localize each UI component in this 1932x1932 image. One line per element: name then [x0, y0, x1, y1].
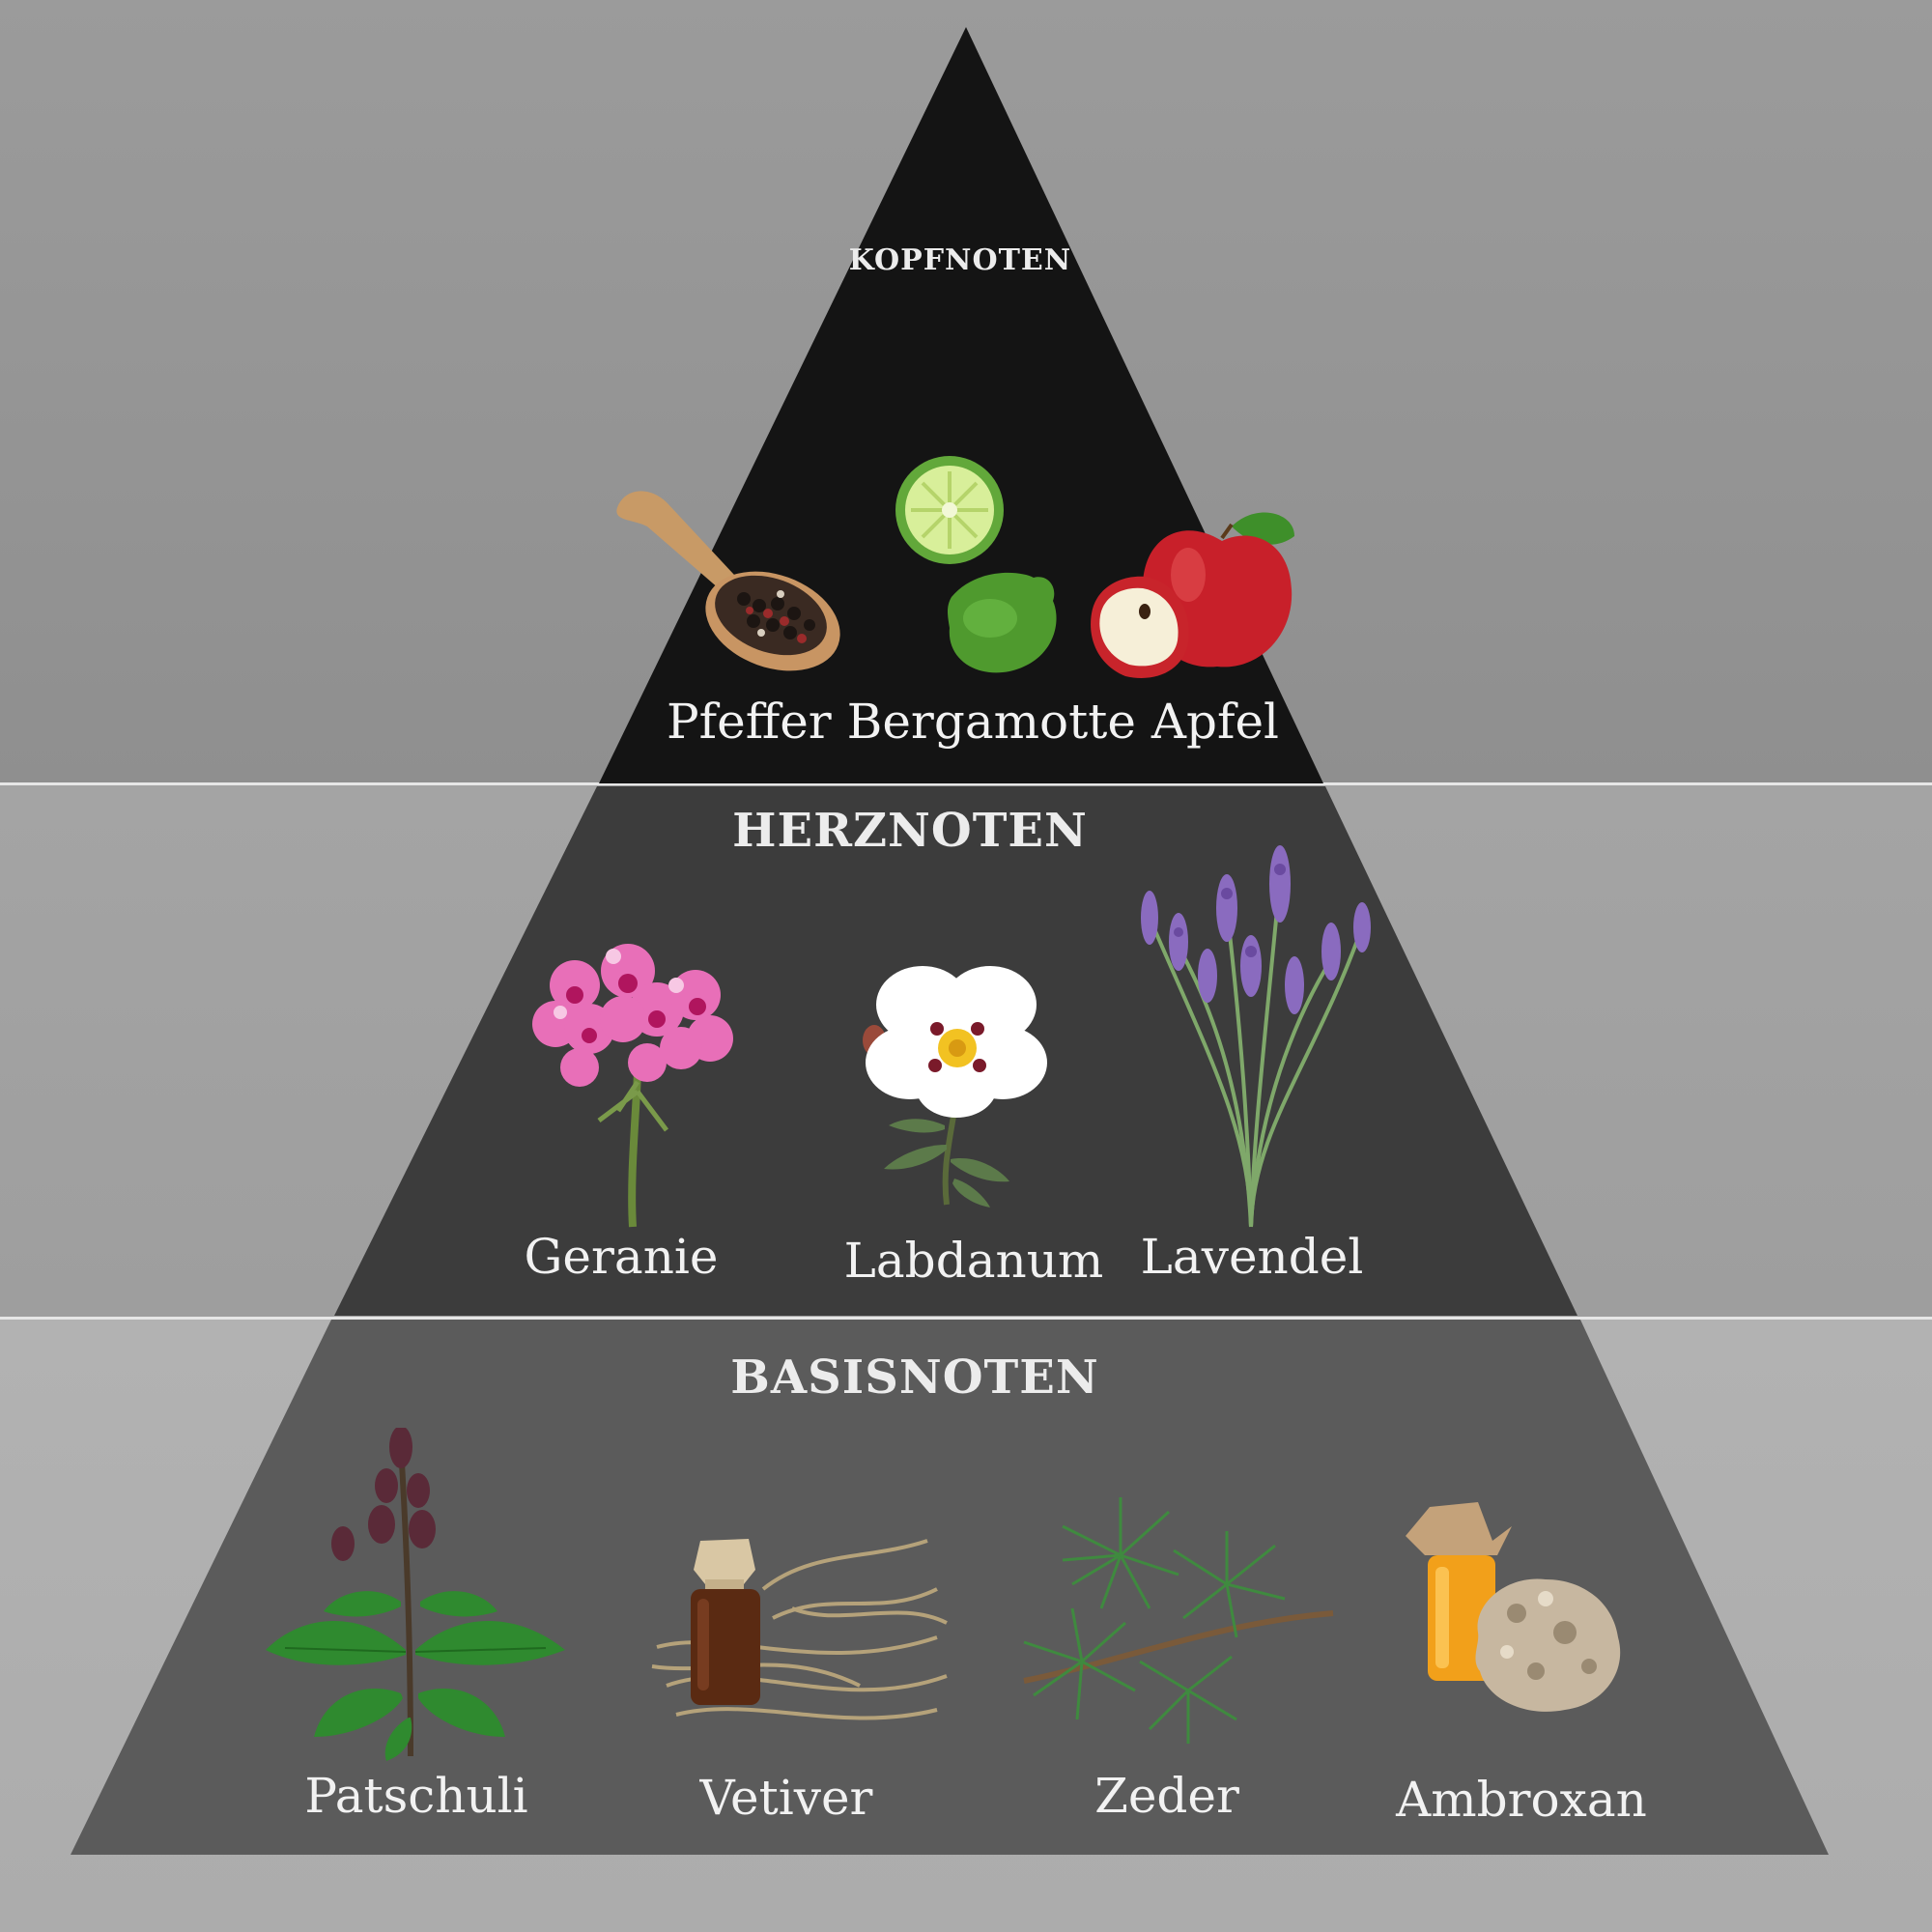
labdanum-flower-icon — [863, 966, 1047, 1208]
apple-icon — [1091, 512, 1294, 678]
ambroxan-icon — [1406, 1502, 1621, 1712]
note-label-vetiver: Vetiver — [699, 1770, 873, 1826]
geranium-icon — [532, 944, 733, 1228]
tier-title-top: KOPFNOTEN — [848, 243, 1072, 277]
divider-line-top — [0, 782, 1932, 785]
tier-base-shape — [71, 1320, 1829, 1855]
lavender-icon — [1141, 845, 1371, 1228]
pepper-spoon-icon — [616, 491, 840, 671]
note-label-patschuli: Patschuli — [304, 1768, 528, 1824]
note-label-top-row: Pfeffer Bergamotte Apfel — [666, 694, 1280, 750]
note-label-ambroxan: Ambroxan — [1396, 1772, 1647, 1828]
note-label-zeder: Zeder — [1094, 1768, 1239, 1824]
tier-title-base: BASISNOTEN — [730, 1350, 1099, 1405]
patchouli-icon — [266, 1428, 565, 1761]
note-label-labdanum: Labdanum — [843, 1233, 1104, 1289]
vetiver-icon — [651, 1539, 948, 1720]
note-label-lavendel: Lavendel — [1140, 1229, 1364, 1285]
divider-line-bottom — [0, 1317, 1932, 1320]
bergamot-icon — [895, 456, 1057, 673]
tier-title-heart: HERZNOTEN — [732, 804, 1088, 858]
note-label-geranie: Geranie — [524, 1229, 719, 1285]
cedar-icon — [1023, 1497, 1334, 1744]
